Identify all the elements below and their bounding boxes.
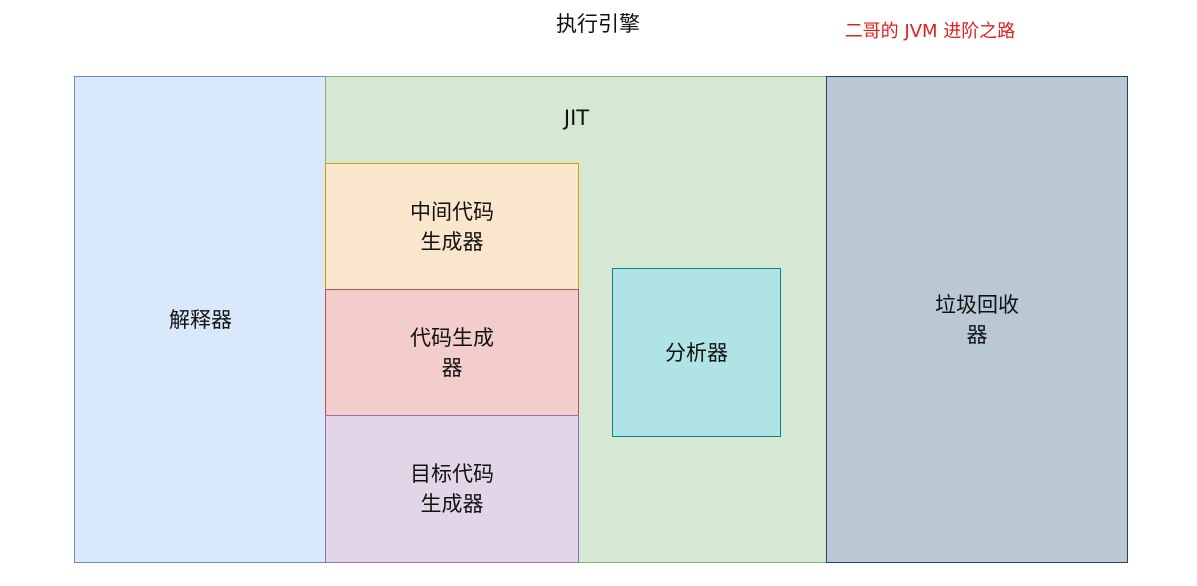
ir-generator-label: 中间代码 生成器 [410, 200, 494, 254]
garbage-collector-block: 垃圾回收 器 [826, 76, 1128, 563]
interpreter-label: 解释器 [169, 307, 232, 332]
garbage-collector-label: 垃圾回收 器 [935, 292, 1019, 347]
interpreter-block: 解释器 [74, 76, 327, 563]
ir-generator-block: 中间代码 生成器 [325, 163, 579, 291]
analyzer-block: 分析器 [612, 268, 781, 437]
code-generator-label: 代码生成 器 [410, 326, 494, 380]
author-watermark: 二哥的 JVM 进阶之路 [844, 21, 1016, 42]
diagram-title: 执行引擎 [556, 12, 640, 36]
code-generator-block: 代码生成 器 [325, 289, 579, 417]
target-code-generator-block: 目标代码 生成器 [325, 415, 579, 563]
analyzer-label: 分析器 [665, 340, 728, 365]
target-code-generator-label: 目标代码 生成器 [410, 462, 494, 516]
jit-label: JIT [563, 106, 590, 130]
